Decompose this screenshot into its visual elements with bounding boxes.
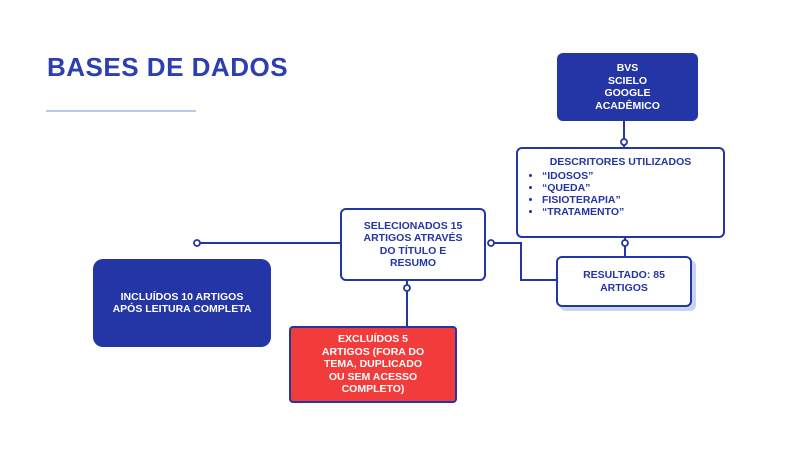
title-underline xyxy=(46,110,196,112)
box-bases-de-dados: BVS SCIELO GOOGLE ACADÊMICO xyxy=(557,53,698,121)
box-excluidos: EXCLUÍDOS 5 ARTIGOS (FORA DO TEMA, DUPLI… xyxy=(289,326,457,403)
box-resultado: RESULTADO: 85 ARTIGOS xyxy=(556,256,692,307)
box-line: TEMA, DUPLICADO xyxy=(324,358,422,371)
box-line: ACADÊMICO xyxy=(595,99,660,112)
connector-dot xyxy=(403,284,411,292)
connector-dot xyxy=(621,239,629,247)
box-line: EXCLUÍDOS 5 xyxy=(337,333,408,346)
descritor-item: “IDOSOS” xyxy=(542,170,624,182)
box-line: BVS xyxy=(616,62,639,74)
box-line: ARTIGOS xyxy=(600,281,648,294)
descritores-title: DESCRITORES UTILIZADOS xyxy=(549,156,692,168)
box-line: SCIELO xyxy=(607,74,648,87)
box-descritores: DESCRITORES UTILIZADOS “IDOSOS” “QUEDA” … xyxy=(516,147,725,238)
box-line: APÓS LEITURA COMPLETA xyxy=(112,303,252,315)
box-line: GOOGLE xyxy=(604,87,651,99)
connector-dot xyxy=(620,138,628,146)
descritor-item: “TRATAMENTO” xyxy=(542,206,624,218)
box-line: INCLUÍDOS 10 ARTIGOS xyxy=(120,290,244,303)
box-line: DO TÍTULO E xyxy=(379,244,447,257)
connector-resultado-selecionados xyxy=(490,242,556,281)
descritores-list: “IDOSOS” “QUEDA” FISIOTERAPIA” “TRATAMEN… xyxy=(518,170,624,218)
box-line: ARTIGOS (FORA DO xyxy=(321,345,425,358)
box-selecionados: SELECIONADOS 15 ARTIGOS ATRAVÉS DO TÍTUL… xyxy=(340,208,486,281)
box-line: RESUMO xyxy=(389,257,437,269)
box-line: ARTIGOS ATRAVÉS xyxy=(363,232,463,244)
box-line: RESULTADO: 85 xyxy=(583,269,665,281)
box-line: OU SEM ACESSO xyxy=(328,370,418,383)
descritor-item: “QUEDA” xyxy=(542,182,624,194)
descritor-item: FISIOTERAPIA” xyxy=(542,194,624,206)
page-title: BASES DE DADOS xyxy=(47,52,289,82)
box-incluidos: INCLUÍDOS 10 ARTIGOS APÓS LEITURA COMPLE… xyxy=(93,259,271,347)
connector-dot xyxy=(193,239,201,247)
box-line: SELECIONADOS 15 xyxy=(363,219,463,232)
connector-dot xyxy=(487,239,495,247)
box-line: COMPLETO) xyxy=(341,383,405,396)
